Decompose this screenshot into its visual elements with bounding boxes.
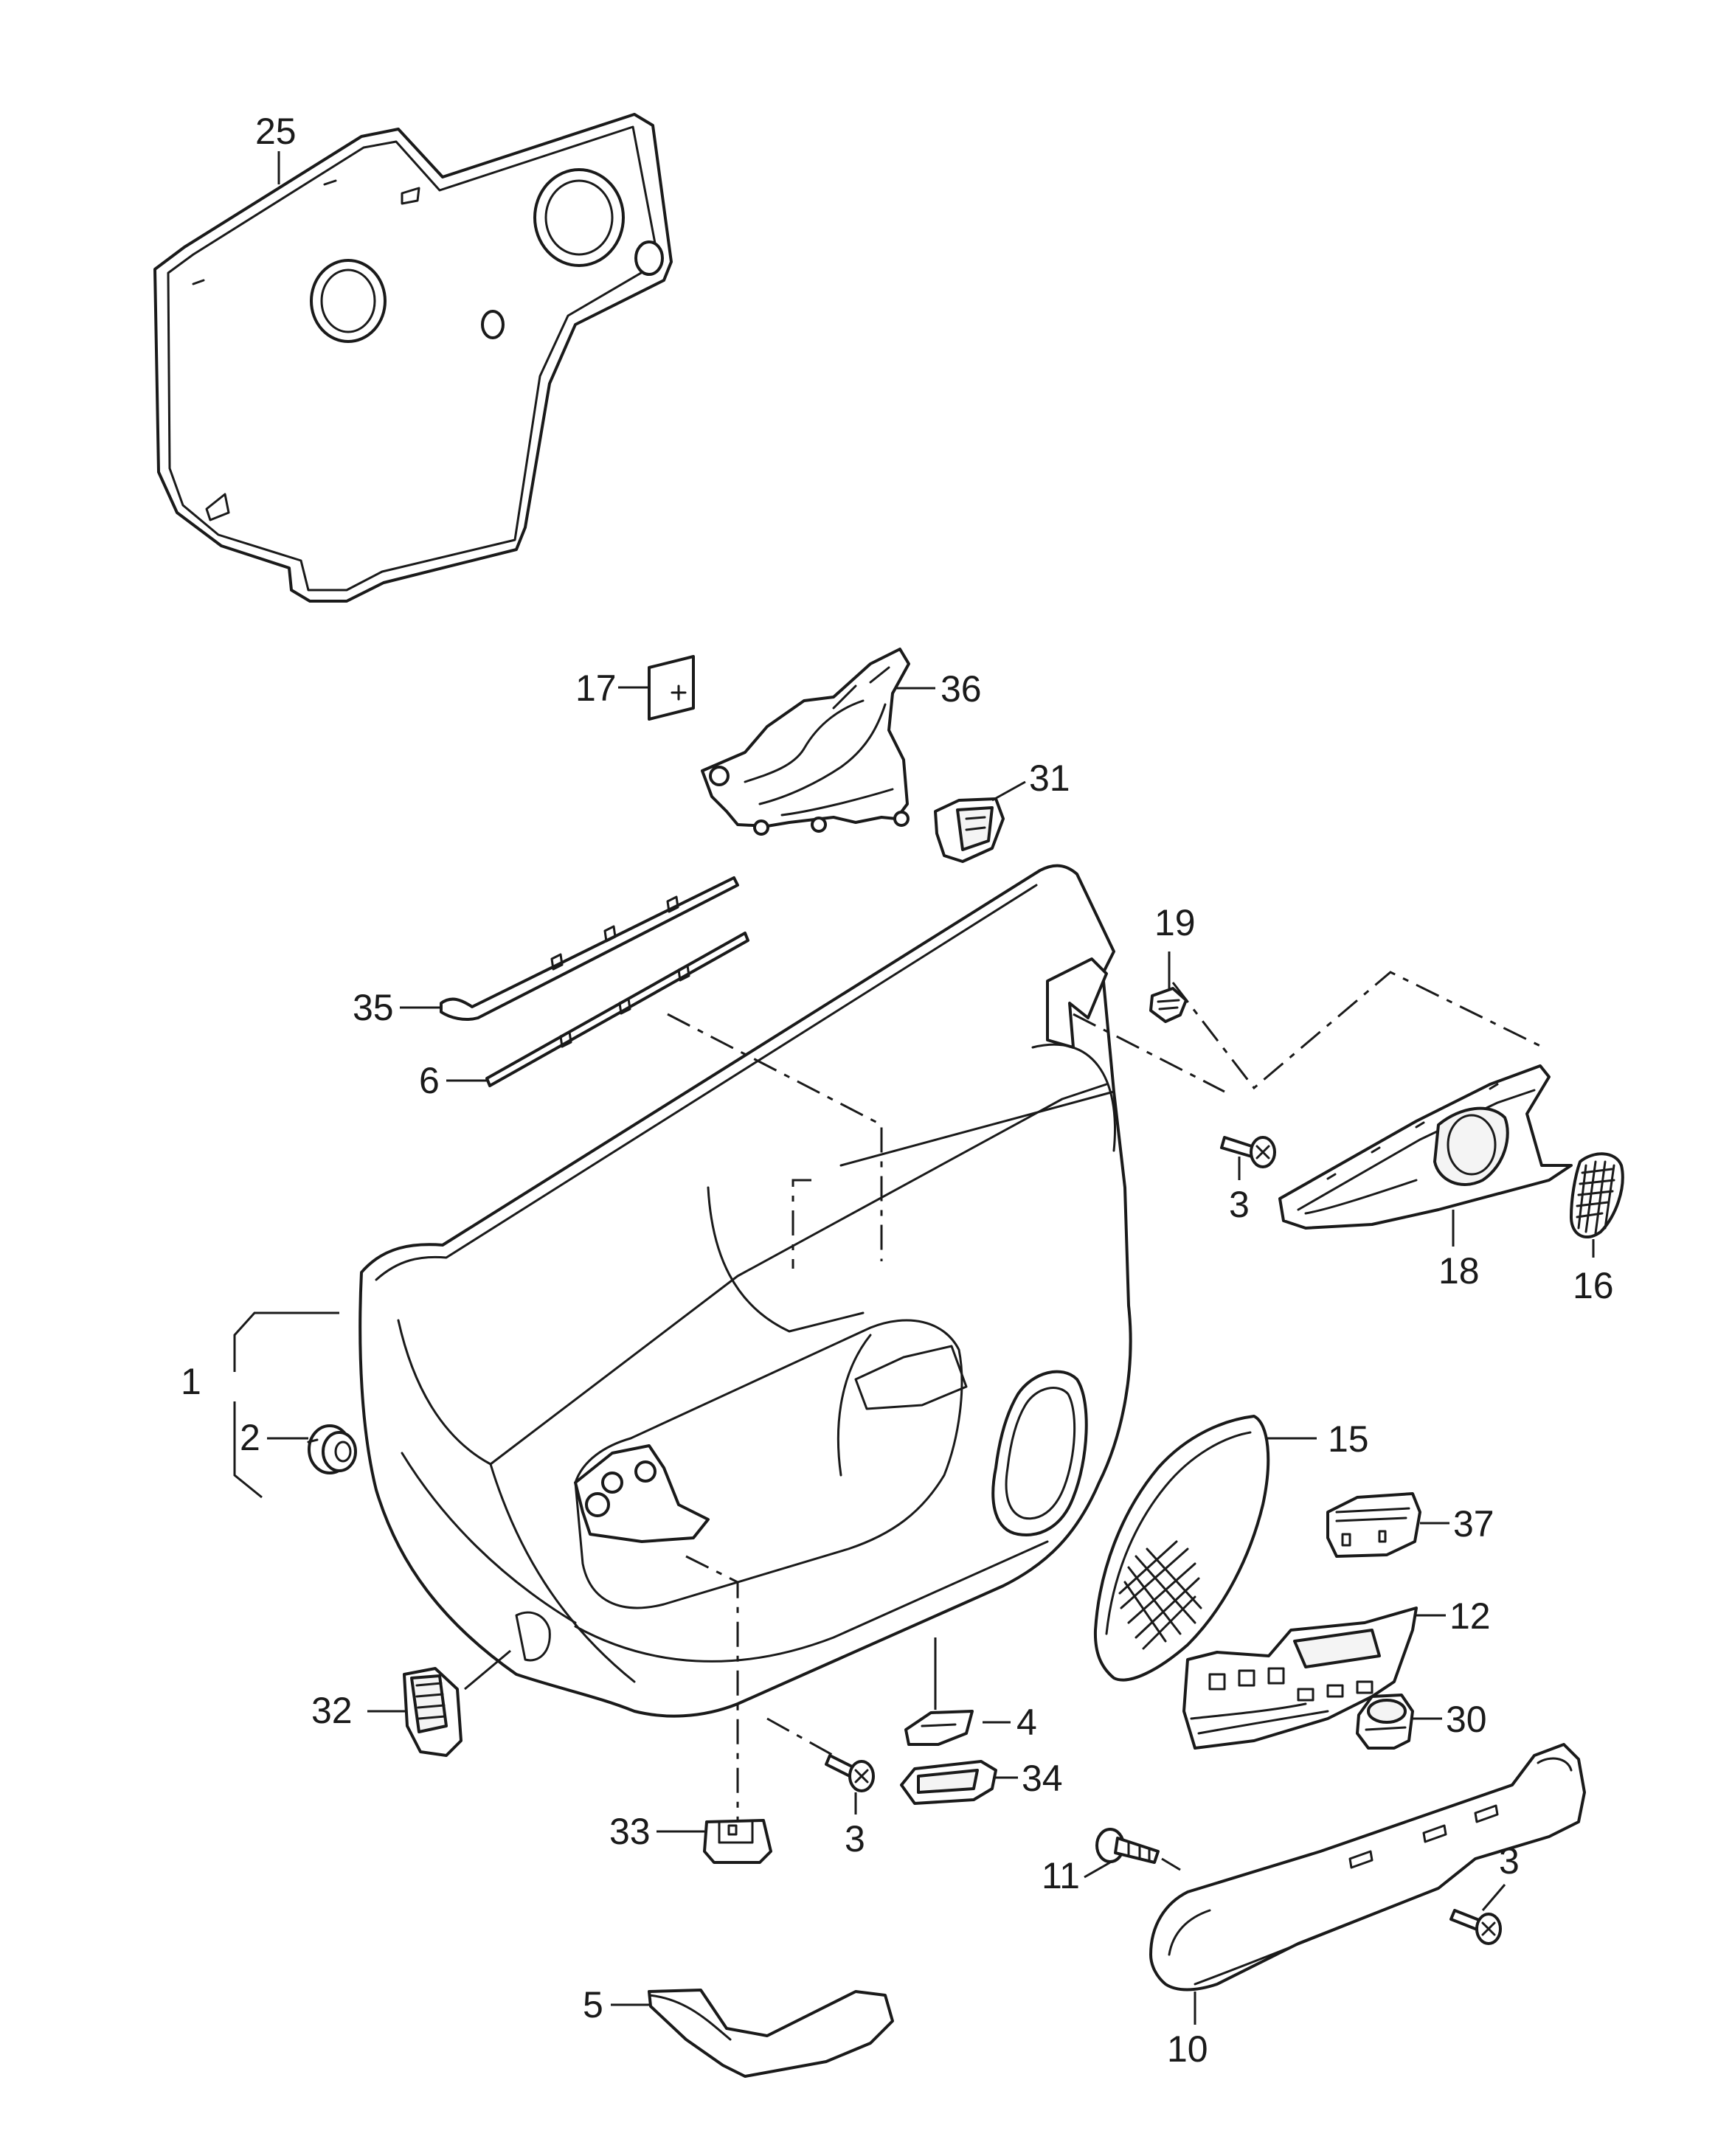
callout-1: 1 [181, 1361, 201, 1402]
part-3-screw-lower-center[interactable] [825, 1754, 875, 1792]
callout-19: 19 [1154, 902, 1196, 943]
callout-5: 5 [583, 1984, 603, 2025]
part-25-insulation-panel[interactable] [153, 113, 673, 603]
callout-34: 34 [1022, 1758, 1063, 1799]
callout-16: 16 [1573, 1265, 1614, 1306]
speaker-hole-upper [533, 168, 625, 267]
callout-15: 15 [1328, 1418, 1369, 1460]
part-4-pad[interactable] [904, 1710, 974, 1746]
callout-2: 2 [240, 1417, 260, 1458]
part-10-armrest[interactable] [1149, 1743, 1586, 1992]
callout-11: 11 [1042, 1855, 1080, 1896]
part-6-trim-strip-lower[interactable] [485, 932, 749, 1087]
callout-3-lower-center: 3 [845, 1818, 865, 1859]
part-35-trim-strip-upper[interactable] [440, 876, 739, 1021]
part-3-screw-upper[interactable] [1220, 1136, 1276, 1168]
part-1-door-trim-panel[interactable] [358, 864, 1132, 1718]
part-31-switch[interactable] [934, 797, 1005, 863]
callout-32: 32 [311, 1690, 353, 1731]
callout-25: 25 [255, 111, 297, 152]
speaker-hole-lower [310, 259, 387, 343]
part-18-pull-handle-trim[interactable] [1278, 1064, 1573, 1230]
callout-4: 4 [1016, 1702, 1037, 1743]
callout-30: 30 [1446, 1699, 1487, 1740]
part-3-screw-armrest[interactable] [1449, 1909, 1502, 1945]
part-2-grommet[interactable] [307, 1424, 357, 1474]
callout-18: 18 [1438, 1250, 1480, 1292]
part-33-clip[interactable] [703, 1819, 772, 1864]
part-12-switch-panel[interactable] [1182, 1606, 1418, 1750]
part-32-reflector[interactable] [403, 1667, 463, 1757]
part-5-insert[interactable] [648, 1989, 894, 2078]
part-34-handle-cover[interactable] [900, 1760, 997, 1805]
callout-10: 10 [1167, 2028, 1208, 2070]
callout-3-upper: 3 [1229, 1184, 1250, 1225]
callout-6: 6 [419, 1060, 440, 1101]
part-37-switch-module[interactable] [1326, 1492, 1421, 1558]
callout-12: 12 [1449, 1595, 1491, 1637]
callout-36: 36 [941, 668, 982, 710]
callout-33: 33 [609, 1811, 651, 1852]
part-16-speaker-grille[interactable] [1570, 1152, 1624, 1239]
callout-31: 31 [1029, 758, 1070, 799]
callout-17: 17 [575, 668, 617, 709]
part-15-speaker-cover[interactable] [1093, 1415, 1270, 1682]
part-36-handle-bracket[interactable] [701, 648, 910, 836]
speaker-mesh [1118, 1540, 1202, 1650]
callout-35: 35 [353, 987, 394, 1028]
part-30-switch-knob[interactable] [1356, 1694, 1414, 1750]
part-11-bolt[interactable] [1095, 1828, 1160, 1864]
callout-37: 37 [1453, 1503, 1494, 1545]
part-17-cover-pad[interactable] [648, 655, 695, 721]
part-19-clip[interactable] [1149, 987, 1188, 1023]
